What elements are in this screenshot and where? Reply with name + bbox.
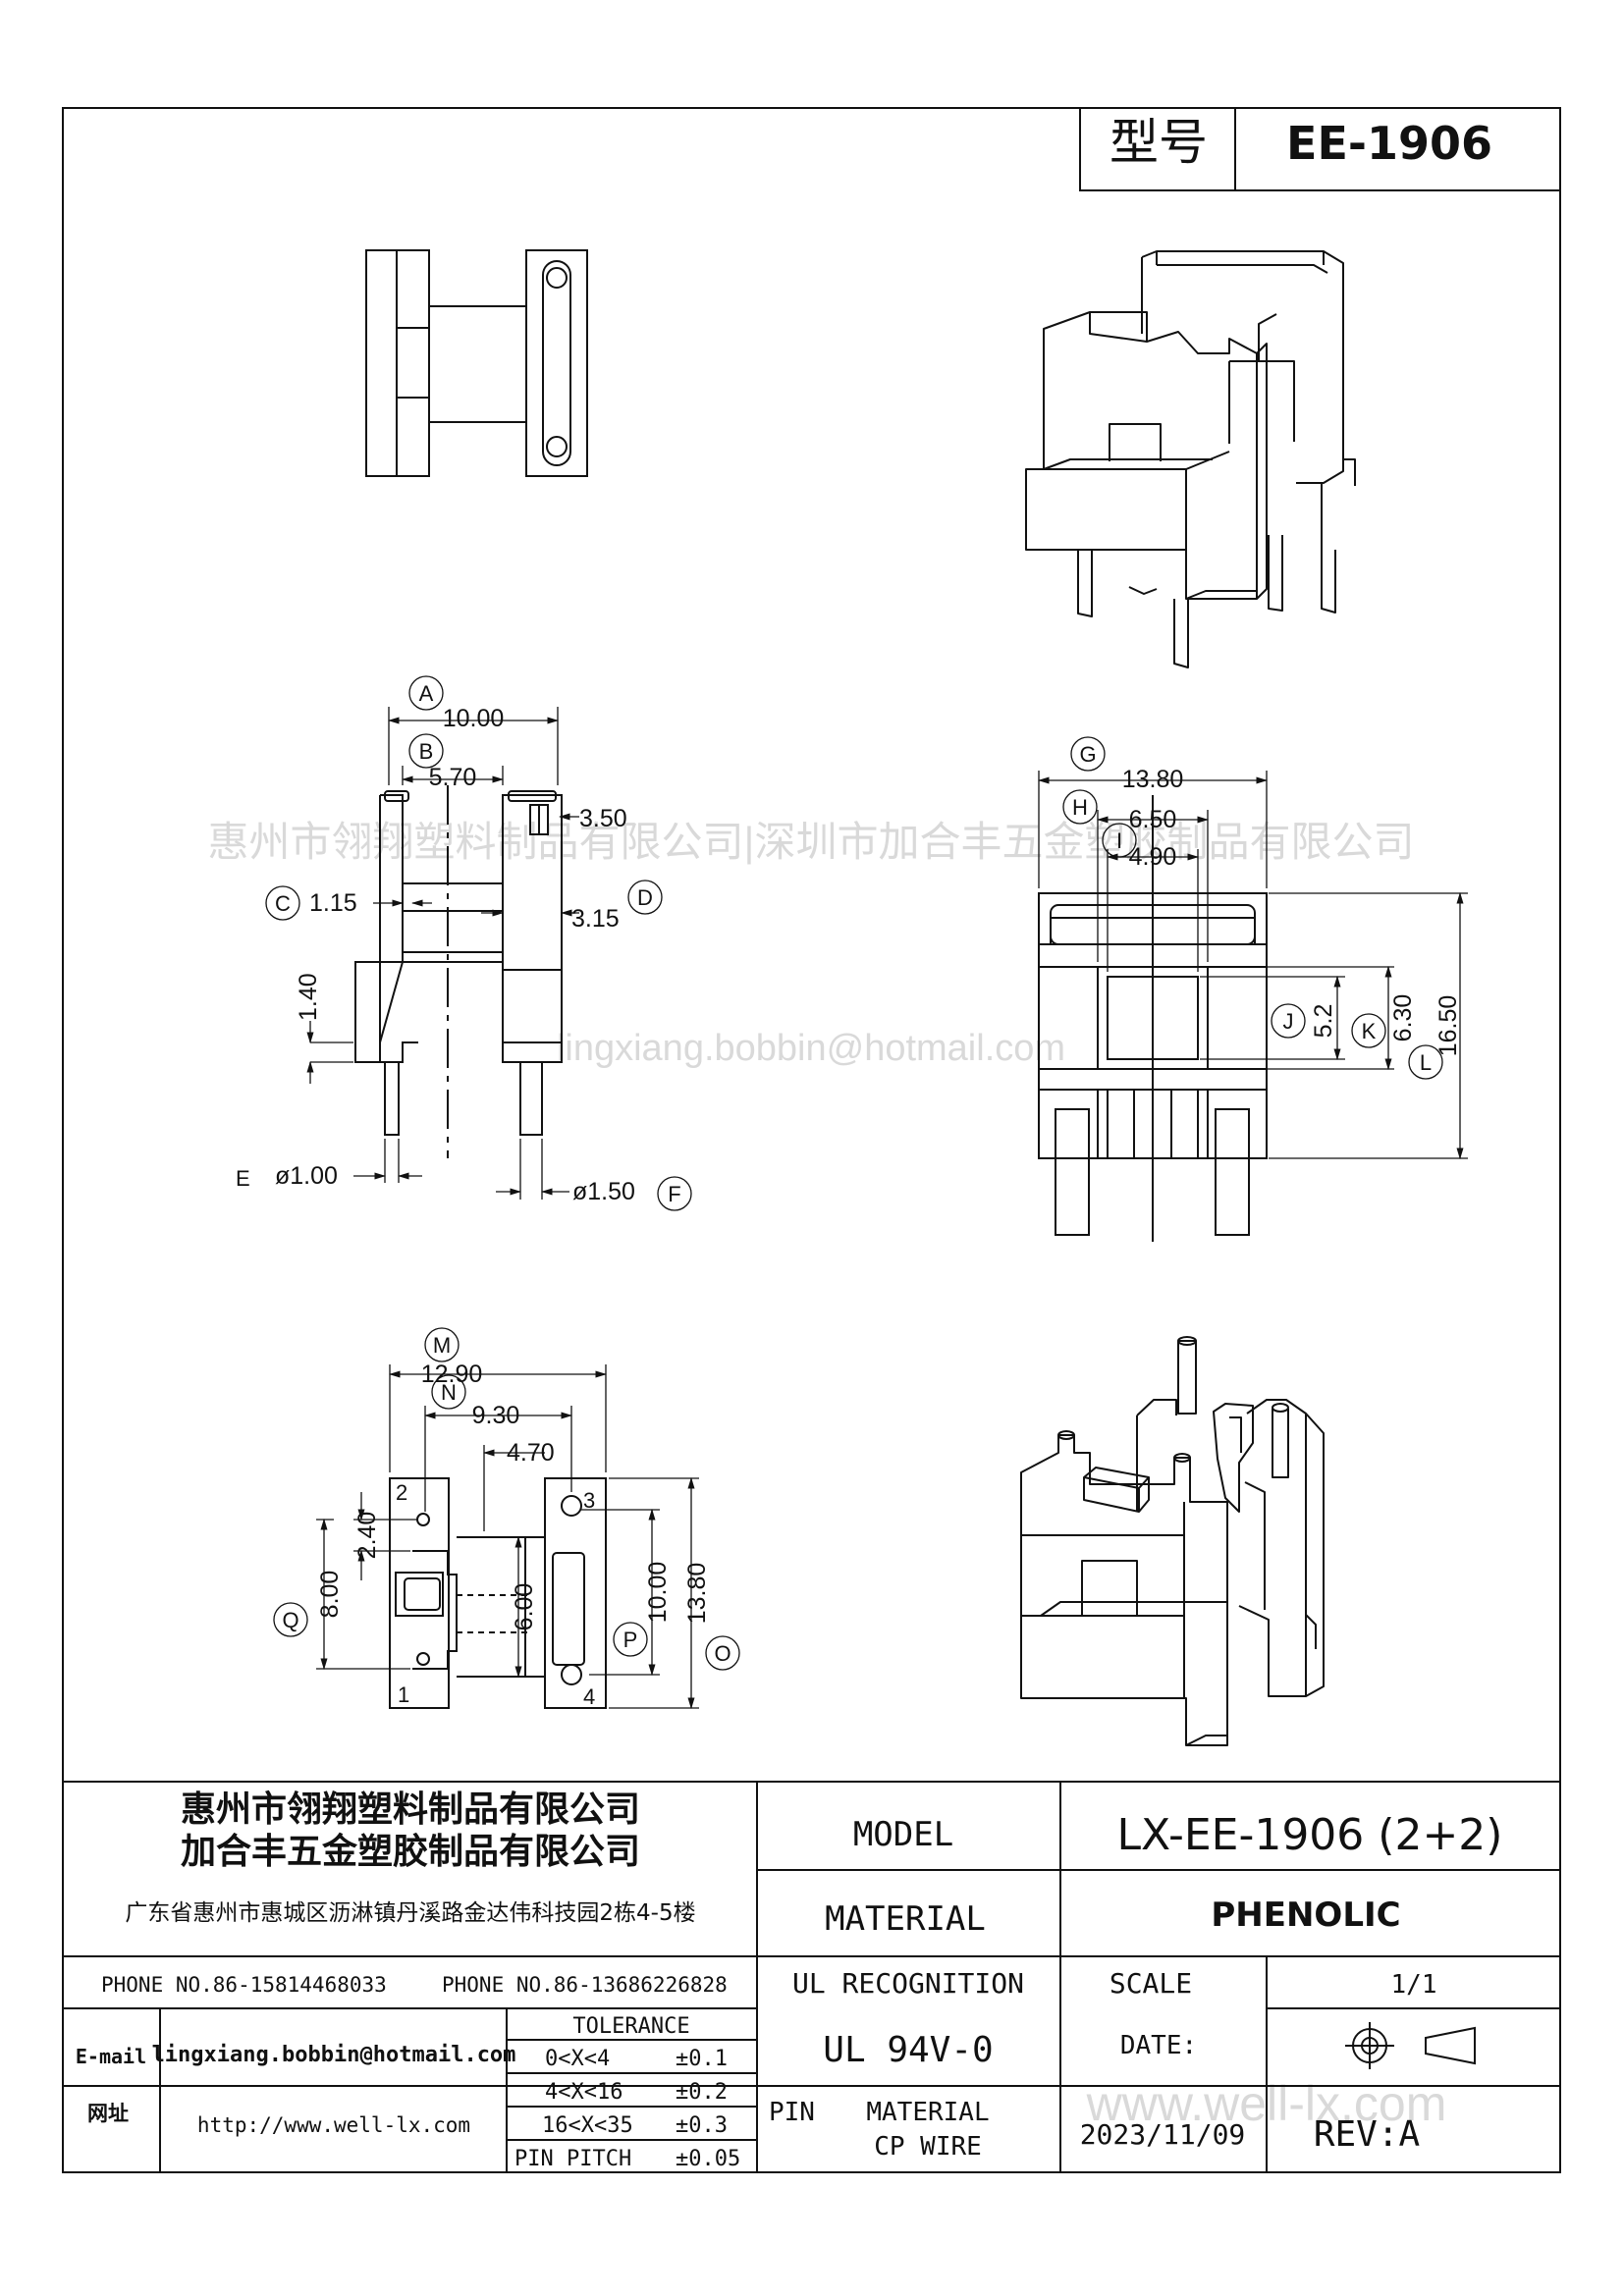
tolerance-value-3: ±0.3 (676, 2113, 728, 2138)
side-view-dimensions (265, 675, 692, 1211)
label-m: M (433, 1333, 451, 1358)
rev-label: REV:A (1314, 2114, 1421, 2155)
email-value: lingxiang.bobbin@hotmail.com (152, 2043, 516, 2067)
watermark-company: 惠州市翎翔塑料制品有限公司|深圳市加合丰五金塑胶制品有限公司 (208, 819, 1415, 865)
bottom-view-labels: 12.90 9.30 4.70 2.40 8.00 6.00 10.00 13.… (282, 1333, 731, 1709)
ul-label: UL RECOGNITION (792, 1967, 1024, 2000)
dim-o-value: 13.80 (683, 1563, 711, 1625)
side-view-drawing (354, 785, 563, 1158)
scale-label: SCALE (1110, 1967, 1192, 2000)
title-block-lines (63, 1781, 1560, 2172)
material-label: MATERIAL (825, 1899, 986, 1939)
bottom-view-dimensions (273, 1327, 740, 1710)
pin-number-3: 3 (583, 1488, 595, 1513)
web-value: http://www.well-lx.com (197, 2113, 470, 2137)
tolerance-range-1: 0<X<4 (545, 2047, 610, 2071)
label-o: O (714, 1641, 731, 1666)
dim-f-value: ø1.50 (572, 1178, 635, 1205)
tolerance-title: TOLERANCE (572, 2014, 689, 2039)
dim-e-value: ø1.00 (275, 1162, 338, 1190)
side-view-labels: 10.00 5.70 3.50 1.15 3.15 1.40 ø1.00 ø1.… (236, 681, 681, 1206)
pin-material-value: CP WIRE (874, 2132, 982, 2162)
email-label: E-mail (76, 2045, 146, 2068)
company-address: 广东省惠州市惠城区沥淋镇丹溪路金达伟科技园2栋4-5楼 (125, 1900, 695, 1926)
label-i: I (1116, 828, 1122, 853)
dim-p-value: 10.00 (644, 1562, 672, 1624)
pin-material-label: MATERIAL (866, 2098, 989, 2127)
label-h: H (1072, 795, 1088, 820)
label-b: B (419, 739, 434, 764)
tolerance-range-3: 16<X<35 (542, 2113, 633, 2138)
label-e: E (236, 1166, 250, 1191)
dim-n-value: 9.30 (472, 1402, 520, 1429)
dim-top-slot-value: 3.50 (579, 805, 627, 832)
dim-l-value: 16.50 (1435, 995, 1462, 1057)
dim-c-value: 1.15 (309, 889, 357, 917)
projection-symbol-icon (1345, 2022, 1476, 2069)
isometric-bottom-view (1020, 1336, 1325, 1746)
company-name-2: 加合丰五金塑胶制品有限公司 (181, 1831, 640, 1872)
phone-number-1: PHONE NO.86-15814468033 (101, 1973, 387, 1997)
date-value: 2023/11/09 (1080, 2118, 1246, 2151)
label-c: C (275, 891, 291, 916)
bottom-view-drawing (389, 1477, 607, 1709)
label-p: P (623, 1628, 638, 1652)
sheet-border (62, 107, 1561, 2173)
top-view-drawing (365, 249, 588, 477)
dim-i-value: 4.90 (1129, 843, 1177, 871)
front-view-labels: 13.80 6.50 4.90 5.2 6.30 16.50 G H I J K… (1072, 742, 1462, 1075)
scale-value: 1/1 (1391, 1970, 1437, 2000)
label-q: Q (282, 1608, 298, 1632)
tolerance-value-1: ±0.1 (676, 2047, 728, 2071)
dim-g-value: 13.80 (1122, 766, 1184, 793)
dim-step-value: 1.40 (295, 973, 322, 1021)
label-f: F (668, 1182, 680, 1206)
dim-h-value: 6.50 (1129, 806, 1177, 833)
dim-slot-w-value: 4.70 (507, 1439, 555, 1467)
label-k: K (1362, 1019, 1377, 1043)
pin-number-2: 2 (396, 1480, 407, 1505)
dim-slot-h-value: 6.00 (511, 1583, 538, 1631)
material-value: PHENOLIC (1211, 1896, 1400, 1935)
label-l: L (1420, 1050, 1432, 1075)
dim-d-value: 3.15 (571, 905, 620, 933)
label-n: N (441, 1380, 457, 1405)
dim-pin-pitch-y-value: 2.40 (353, 1512, 381, 1560)
header-model-label: 型号 (1110, 114, 1208, 171)
label-d: D (637, 885, 653, 910)
header-model-box: 型号 EE-1906 (1079, 107, 1561, 191)
tolerance-value-2: ±0.2 (676, 2080, 728, 2105)
tolerance-range-4: PIN PITCH (514, 2147, 631, 2171)
dim-q-value: 8.00 (316, 1571, 344, 1619)
tolerance-range-2: 4<X<16 (545, 2080, 623, 2105)
pin-number-1: 1 (398, 1682, 409, 1707)
front-view-dimensions (1037, 736, 1468, 1160)
model-value: LX-EE-1906 (2+2) (1117, 1810, 1503, 1860)
dim-j-value: 5.2 (1310, 1004, 1337, 1039)
date-label: DATE: (1120, 2031, 1197, 2060)
label-g: G (1079, 742, 1096, 767)
company-name-1: 惠州市翎翔塑料制品有限公司 (181, 1789, 640, 1830)
dim-k-value: 6.30 (1389, 994, 1417, 1042)
pin-number-4: 4 (583, 1684, 595, 1709)
dim-b-value: 5.70 (429, 764, 477, 791)
label-j: J (1283, 1009, 1294, 1034)
model-label: MODEL (853, 1815, 953, 1854)
tolerance-value-4: ±0.05 (676, 2147, 740, 2171)
web-label: 网址 (87, 2102, 129, 2125)
pin-label: PIN (769, 2098, 815, 2127)
phone-number-2: PHONE NO.86-13686226828 (442, 1973, 728, 1997)
dim-a-value: 10.00 (443, 705, 505, 732)
watermark-email: lingxiang.bobbin@hotmail.com (557, 1028, 1065, 1069)
isometric-top-view (1025, 250, 1356, 668)
dim-m-value: 12.90 (421, 1361, 483, 1388)
header-model-value: EE-1906 (1286, 117, 1492, 170)
label-a: A (419, 681, 434, 706)
title-block-text: 惠州市翎翔塑料制品有限公司 加合丰五金塑胶制品有限公司 广东省惠州市惠城区沥淋镇… (76, 1789, 1503, 2171)
ul-value: UL 94V-0 (823, 2030, 993, 2070)
